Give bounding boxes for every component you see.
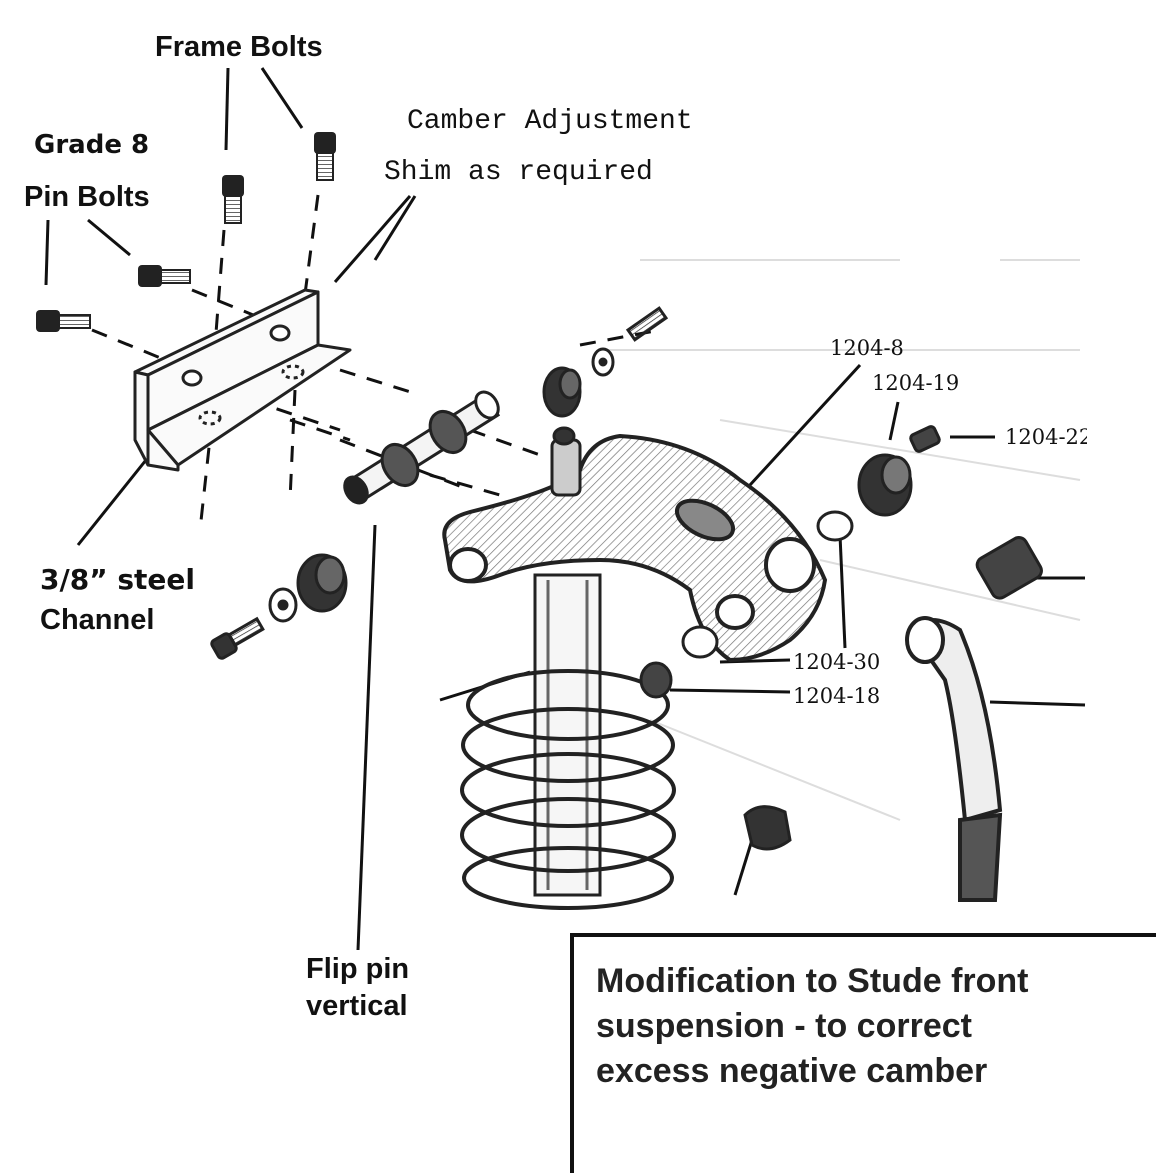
upper-control-arm xyxy=(442,433,828,663)
caption-box: Modification to Stude front suspension -… xyxy=(570,933,1156,1173)
small-bracket xyxy=(743,805,792,851)
part-1204-30-washer xyxy=(681,510,854,659)
part-number-1204-30: 1204-30 xyxy=(793,650,881,674)
bushing-assembly-left xyxy=(210,553,348,660)
coil-spring xyxy=(460,669,676,910)
crop-mask xyxy=(1088,240,1156,940)
knuckle-arm xyxy=(905,616,1003,902)
camber-adjustment-label: Camber Adjustment xyxy=(407,106,693,137)
part-number-1204-22: 1204-22 xyxy=(1005,427,1087,448)
channel-label-line1: 3/8” steel xyxy=(40,563,195,596)
flip-pin xyxy=(343,390,501,505)
bushing-assembly-top xyxy=(542,306,669,418)
background-sketch xyxy=(600,259,1081,821)
steel-channel xyxy=(133,288,352,472)
part-number-1204-19: 1204-19 xyxy=(872,371,960,395)
channel-label-line2: Channel xyxy=(40,604,155,636)
frame-bolts-label: Frame Bolts xyxy=(155,31,323,63)
shock-absorber xyxy=(533,426,602,897)
caption-text: Modification to Stude front suspension -… xyxy=(596,962,1029,1090)
frame-bolt-right xyxy=(314,132,336,181)
flip-pin-label-line1: Flip pin xyxy=(306,953,410,985)
shim-label: Shim as required xyxy=(384,157,653,188)
right-bushing xyxy=(975,536,1043,600)
part-number-1204-8: 1204-8 xyxy=(830,336,904,360)
pin-bolt-right xyxy=(138,265,191,287)
part-1204-18-fitting xyxy=(639,661,673,699)
part-number-1204-18: 1204-18 xyxy=(793,684,881,708)
frame-bolt-left xyxy=(222,175,244,224)
pin-bolts-label: Pin Bolts xyxy=(24,181,150,213)
part-1204-22-fitting xyxy=(909,425,941,453)
flip-pin-label-line2: vertical xyxy=(306,990,408,1022)
pin-bolt-left xyxy=(36,310,91,332)
grade-8-label: Grade 8 xyxy=(34,130,150,160)
part-1204-19-bushing xyxy=(857,453,913,517)
